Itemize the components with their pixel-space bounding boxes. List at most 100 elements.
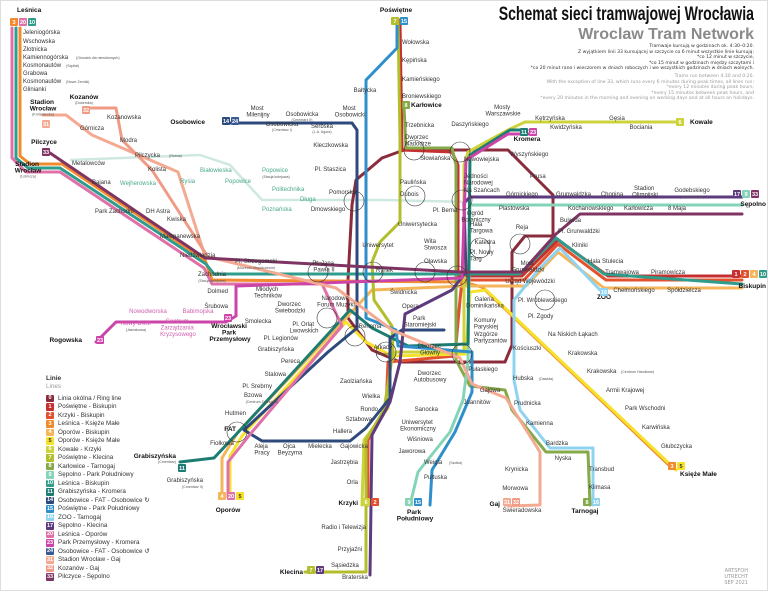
station-label: Pl. Srebrny [242, 384, 272, 390]
station-label: Pl. Jana Pawła II [312, 261, 335, 274]
label-line: Stadion [634, 186, 656, 192]
station-label: Kamieńskiego [402, 77, 440, 83]
station-note: (Ośrodek dla niewidomych) [76, 56, 120, 60]
label-line: Narodowe [321, 296, 350, 302]
station-label: Pl. Bema [433, 208, 458, 214]
station-label: Radio i Telewizja [321, 525, 366, 531]
label-line: Pracy [254, 451, 269, 457]
line-badge-number: 33 [43, 150, 49, 156]
label-line: Stadion [15, 161, 41, 168]
station-label: Spółdzielcza [667, 288, 701, 294]
line-badge-4: 4 [750, 270, 758, 278]
line-badge-box [371, 498, 379, 506]
credit-line: UTRECHT [724, 574, 748, 580]
map-subtitle: Wroclaw Tram Network [578, 26, 754, 43]
station-label: Przyjaźni [338, 547, 362, 553]
note-line: With the exception of line 33, which run… [546, 79, 754, 85]
line-badge-33: 33 [751, 190, 759, 198]
label-line: Park [407, 509, 423, 516]
interchange-circle [451, 189, 473, 211]
label-line: Pawła II [313, 268, 335, 274]
station-label: Metalowców [72, 161, 106, 167]
route-line-8 [402, 104, 592, 507]
terminus-note: (Królewiecka) [32, 113, 54, 117]
station-label: Dworzec Nadodrze [405, 135, 432, 148]
line-badge-number: 10 [29, 20, 35, 26]
route-line-17 [368, 195, 744, 577]
legend-item-line-6: 6 Kowale - Krzyki [46, 445, 149, 454]
line-badge: 11 [46, 488, 54, 496]
interchange-circle [446, 265, 468, 287]
station-note: (Dawida) [539, 377, 553, 381]
station-label: Pl. Nowy Targ [470, 250, 495, 263]
station-label: Kozanowska [107, 115, 142, 121]
station-label: Pl. Strzegomski [235, 259, 277, 265]
station-label: Ojca Beyzyma [278, 444, 303, 457]
station-label: Krynicka [505, 467, 529, 473]
line-badge-box [222, 117, 230, 125]
interchange-circle [343, 190, 365, 212]
label-line: Wrocławski [211, 323, 248, 330]
station-label: Sztabowa [346, 417, 373, 423]
station-label: Jeleniogórska [23, 30, 61, 36]
label-line: Staromiejski [404, 323, 437, 329]
station-label: Politechnika [272, 187, 305, 193]
line-badge: 6 [46, 445, 54, 453]
station-label: Most Grunwaldzki [511, 261, 544, 274]
legend-label: Kowale - Krzyki [58, 445, 102, 453]
station-note: (Capitol) [376, 352, 390, 356]
station-label: Renoma [359, 324, 382, 330]
station-label: Kwiska [167, 217, 187, 223]
station-label: Młodych Techników [254, 287, 283, 300]
label-line: Centrum [166, 319, 191, 325]
line-badge-box [19, 18, 27, 26]
line-badge-20: 20 [227, 492, 235, 500]
station-note: (Szotka) [449, 461, 462, 465]
label-line: Dworzec [277, 302, 302, 308]
note-line: *every 20 minutes in the morning and eve… [540, 96, 754, 101]
line-badge-number: 32 [83, 108, 89, 114]
station-label: Uniwersytet [362, 243, 394, 249]
legend-heading-en: Lines [46, 382, 62, 390]
station-label: Wołowska [402, 40, 430, 46]
station-label: Krakowska [568, 351, 598, 357]
station-label: Stadion Olimpijski [632, 186, 658, 199]
legend-label: Sępolno - Park Południowy [58, 471, 134, 479]
station-label: Ogród Botaniczny [461, 211, 490, 224]
line-badge-number: 11 [179, 466, 185, 472]
station-label: Prusa [530, 174, 546, 180]
line-badge-box [750, 270, 758, 278]
map-title: Schemat sieci tramwajowej Wrocławia [498, 4, 754, 25]
transfer-hubs [226, 139, 556, 443]
station-label: Białowieska [200, 168, 232, 174]
tram-routes [10, 18, 744, 577]
line-badge-box [600, 288, 608, 296]
legend-label: Poświętne - Klecina [58, 454, 114, 462]
line-badge-number: 16 [601, 290, 607, 296]
line-badge-20: 20 [19, 18, 27, 26]
label-line: Ogród [467, 211, 485, 217]
station-label: DH Astra [146, 209, 171, 215]
station-label: Grabiszyńska [258, 347, 295, 353]
station-label: Most Osobowicki [335, 106, 366, 119]
label-line: Stadion [30, 99, 56, 106]
station-label: Nowodworska [129, 309, 167, 315]
station-label: 8 Maja [668, 206, 687, 212]
legend-label: ZOO - Tarnogaj [58, 513, 102, 521]
station-label: Dmowskiego [311, 207, 346, 213]
station-label: Kliniki [572, 243, 588, 249]
station-label: Aleja Pracy [254, 444, 269, 457]
route-line-32 [84, 106, 208, 256]
terminus-label: ZOO [597, 294, 611, 301]
station-label: Rysia [180, 179, 196, 185]
line-badge-4: 4 [218, 492, 226, 500]
station-label: Armii Krajowej [606, 388, 644, 394]
label-line: Lwowskich [289, 329, 318, 335]
line-badge-number: 3 [670, 464, 673, 470]
station-label: Osobowicka [266, 122, 299, 128]
